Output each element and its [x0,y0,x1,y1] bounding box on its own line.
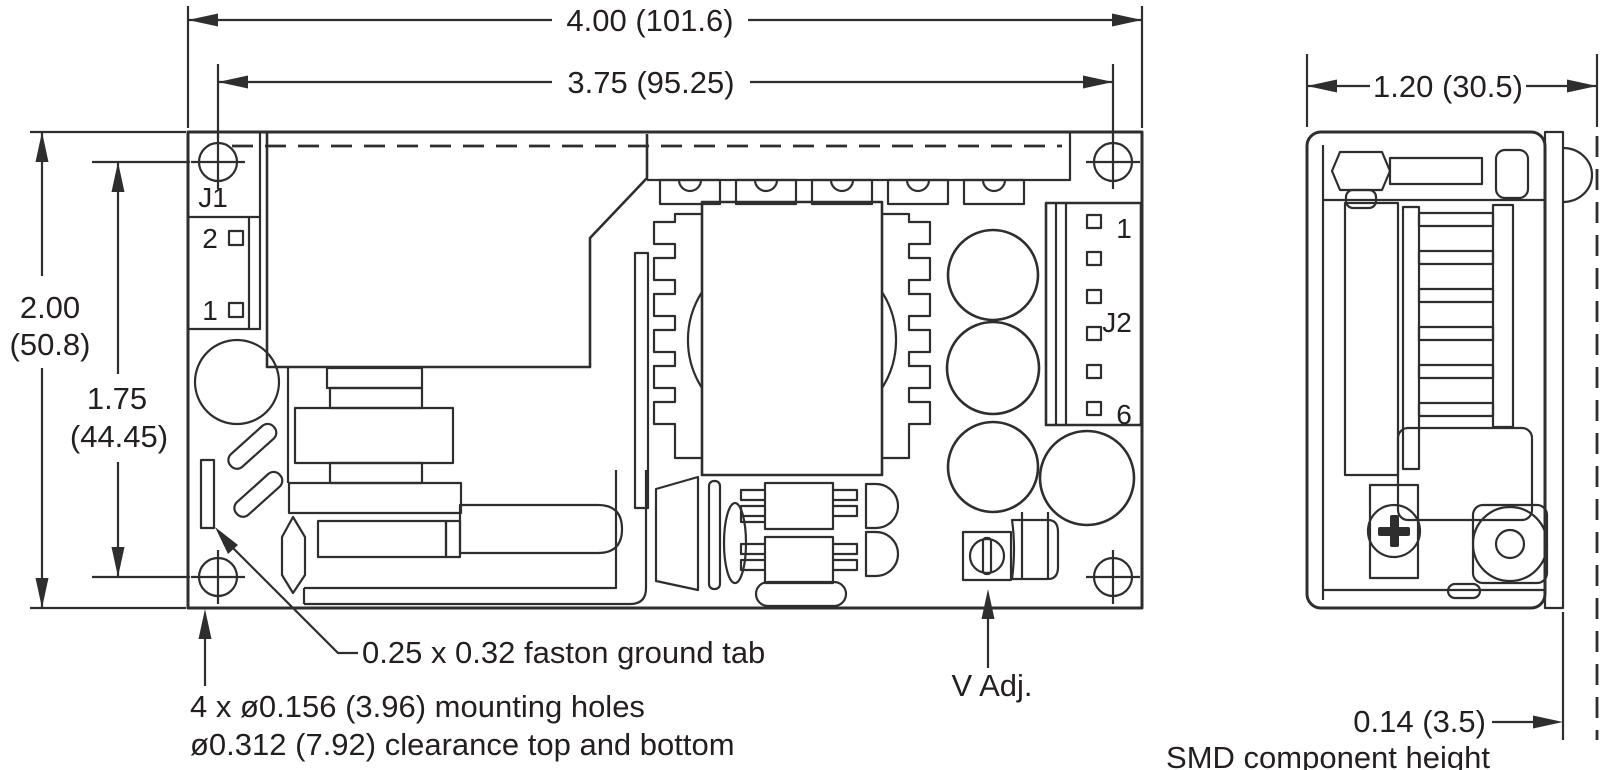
standoff-bolt [1330,148,1530,210]
side-view [1305,130,1594,610]
pcb-edge-bar [1543,130,1565,610]
mounting-hole-bottom-left [191,550,245,604]
dimension-depth: 1.20 (30.5) [1305,54,1599,127]
smd-label-text: SMD component height [1166,740,1490,770]
j2-pin6-label: 6 [1116,399,1132,430]
dim-hole-height-mm: (44.45) [70,419,168,454]
dim-depth-text: 1.20 (30.5) [1373,69,1523,104]
dimensions: 4.00 (101.6) 3.75 (95.25) 2.00 (50.8) 1.… [10,3,1599,770]
insulation-plate [633,251,650,510]
optocoupler-packages [739,481,859,608]
smd-component-bump [1562,146,1594,204]
mounting-hole-top-right [1086,135,1140,189]
ground-tab-callout: 0.25 x 0.32 faston ground tab [215,527,765,670]
j1-pin2-label: 2 [202,223,218,254]
smd-height-reference: 0.14 (3.5) SMD component height [1166,136,1599,770]
j1-pin2-pad [227,229,245,247]
j1-label: J1 [198,182,228,213]
dimension-overall-width: 4.00 (101.6) [186,3,1144,128]
smd-dim-text: 0.14 (3.5) [1353,704,1486,739]
j2-label: J2 [1102,307,1132,338]
top-view: J1 2 1 [186,130,1144,610]
faston-ground-tab [199,458,216,530]
j1-pin1-label: 1 [202,295,218,326]
mounting-holes [191,135,1140,604]
j2-connector: 1 J2 6 [1044,201,1143,430]
right-heatsink-comb [882,212,932,460]
side-small-part [1446,582,1482,600]
dim-hole-width-text: 3.75 (95.25) [567,65,734,100]
dim-overall-height-mm: (50.8) [10,327,91,362]
main-transformer [686,200,898,477]
film-capacitor [316,503,624,559]
input-module-block [265,132,649,369]
capacitor-input [193,338,281,426]
bus-bar [302,470,648,606]
ground-tab-note: 0.25 x 0.32 faston ground tab [362,635,765,670]
j2-pin1-label: 1 [1116,213,1132,244]
output-capacitors [945,228,1136,527]
dimension-hole-width: 3.75 (95.25) [216,64,1115,138]
side-transformer [1396,426,1534,522]
mounting-screw [1366,483,1422,580]
mounting-note-line1: 4 x ø0.156 (3.96) mounting holes [190,689,645,724]
d-shaped-components [864,482,900,578]
side-bracket [1343,201,1400,477]
top-heatsink-strip [647,132,1072,182]
mounting-note: 4 x ø0.156 (3.96) mounting holes ø0.312 … [190,609,735,762]
v-adj-potentiometer [961,512,1060,582]
diode-components [227,422,307,595]
j1-pin1-pad [227,301,245,319]
flat-component [754,580,848,608]
mounting-note-line2: ø0.312 (7.92) clearance top and bottom [190,727,735,762]
small-vertical-parts [654,475,748,592]
mounting-hole-bottom-right [1086,550,1140,604]
trimmer-body [1010,518,1060,581]
transistor-row [658,178,1026,206]
dim-overall-height-in: 2.00 [20,290,80,325]
output-capacitor-side [1471,503,1549,585]
dimension-hole-height: 1.75 (44.45) [70,160,190,579]
side-heatsink [1401,203,1515,471]
dim-hole-height-in: 1.75 [87,381,147,416]
input-transformer [286,366,463,515]
v-adj-label: V Adj. [952,668,1033,703]
left-heatsink-comb [652,212,702,460]
dim-overall-width-text: 4.00 (101.6) [566,3,733,38]
dimension-overall-height: 2.00 (50.8) [10,130,186,610]
j1-connector: J1 2 1 [188,132,262,331]
side-outline [1305,130,1547,610]
mounting-hole-top-left [191,135,245,189]
v-adj-callout: V Adj. [952,589,1033,703]
